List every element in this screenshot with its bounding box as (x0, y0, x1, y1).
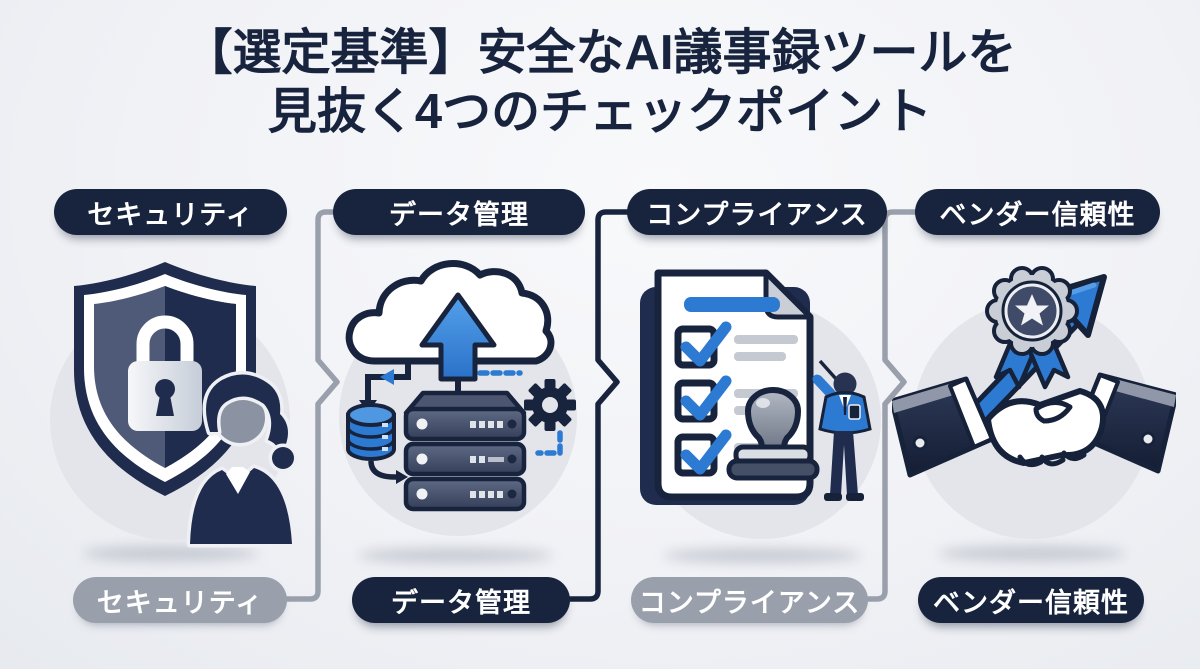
star-icon (1015, 294, 1049, 326)
vendor-illustration (892, 266, 1176, 539)
checkpoint-3-top-label: コンプライアンス (627, 189, 887, 235)
stamp-icon (726, 387, 820, 481)
woman-silhouette (186, 371, 298, 548)
presenter-person (812, 359, 872, 501)
security-illustration (50, 262, 298, 548)
checkpoint-1-top-text: セキュリティ (87, 199, 254, 230)
document-title-bar (684, 297, 780, 312)
database-icon (346, 403, 396, 461)
checkpoint-2-top-label: データ管理 (333, 189, 585, 235)
checkpoint-4-bottom-label: ベンダー信頼性 (918, 577, 1144, 623)
checkpoint-2-top-text: データ管理 (389, 199, 529, 230)
checkpoint-4-top-text: ベンダー信頼性 (939, 199, 1136, 230)
ground-shadow-2 (358, 548, 553, 563)
ground-shadow-1 (83, 546, 258, 561)
pointer-stick (818, 359, 839, 382)
checkpoint-1-top-label: セキュリティ (54, 189, 287, 235)
ground-shadow-3 (663, 548, 861, 563)
server-rack-icon (403, 390, 527, 512)
dashed-link-right (535, 430, 563, 456)
data-management-illustration (339, 260, 577, 536)
checkpoint-3-bottom-label: コンプライアンス (631, 577, 868, 623)
award-ribbon-icon (985, 266, 1079, 390)
checkpoint-4-bottom-text: ベンダー信頼性 (933, 587, 1129, 618)
database-to-server-arrow (368, 460, 408, 484)
page-title: 【選定基準】安全なAI議事録ツールを 見抜く4つのチェックポイント (0, 24, 1200, 142)
title-line-2: 見抜く4つのチェックポイント (267, 84, 933, 139)
checkpoint-2-bottom-text: データ管理 (391, 587, 531, 618)
gear-icon (524, 379, 576, 431)
compliance-illustration (640, 269, 881, 539)
checkpoint-4-top-label: ベンダー信頼性 (915, 189, 1160, 235)
title-line-1: 【選定基準】安全なAI議事録ツールを (183, 26, 1017, 80)
checkpoint-2-bottom-label: データ管理 (352, 577, 570, 623)
checkpoint-1-bottom-label: セキュリティ (73, 577, 287, 623)
checkpoint-1-bottom-text: セキュリティ (96, 587, 264, 618)
checklist-row-1 (674, 321, 798, 369)
checkpoint-3-bottom-text: コンプライアンス (638, 587, 861, 618)
connector-1-2-arrow (284, 209, 340, 602)
checkpoint-3-top-text: コンプライアンス (646, 199, 868, 230)
padlock-icon (128, 315, 202, 431)
ground-shadow-4 (938, 546, 1126, 561)
upload-arrow-icon (419, 292, 497, 382)
connector-2-3-arrow (567, 209, 630, 602)
handshake-icon (892, 372, 1176, 478)
connector-3-4-arrow (865, 209, 918, 602)
